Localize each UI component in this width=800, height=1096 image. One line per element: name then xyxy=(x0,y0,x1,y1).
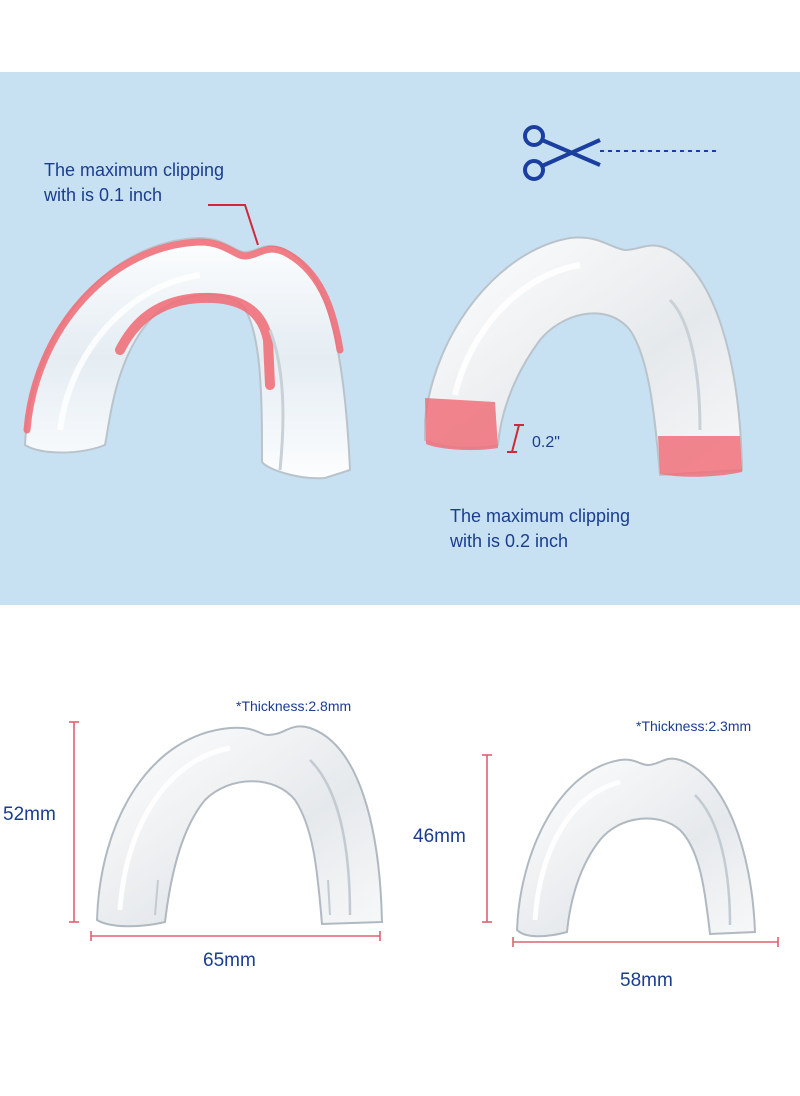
scissors-icon xyxy=(523,125,601,181)
small-mouthguard xyxy=(515,757,757,938)
left-clipping-label: The maximum clipping with is 0.1 inch xyxy=(44,158,224,208)
large-mouthguard xyxy=(95,725,384,928)
cut-marker-label: 0.2" xyxy=(532,434,560,451)
left-clipping-label-line2: with is 0.1 inch xyxy=(44,185,163,205)
right-clipping-label-line1: The maximum clipping xyxy=(450,506,631,526)
left-clipping-label-line1: The maximum clipping xyxy=(44,160,225,180)
large-thickness-label: *Thickness:2.8mm xyxy=(236,698,352,714)
pointer-line xyxy=(208,204,259,246)
large-dimension-lines xyxy=(69,721,381,941)
small-height-label: 46mm xyxy=(413,826,466,847)
right-clipping-label-line2: with is 0.2 inch xyxy=(450,531,569,551)
large-width-label: 65mm xyxy=(203,950,256,971)
left-mouthguard-top xyxy=(23,236,352,480)
small-thickness-label: *Thickness:2.3mm xyxy=(636,718,752,734)
right-mouthguard-top xyxy=(424,236,744,477)
small-dimension-lines xyxy=(482,754,779,947)
right-clipping-label: The maximum clipping with is 0.2 inch xyxy=(450,504,630,554)
large-height-label: 52mm xyxy=(3,804,56,825)
small-width-label: 58mm xyxy=(620,970,673,991)
cut-bracket xyxy=(507,424,524,453)
